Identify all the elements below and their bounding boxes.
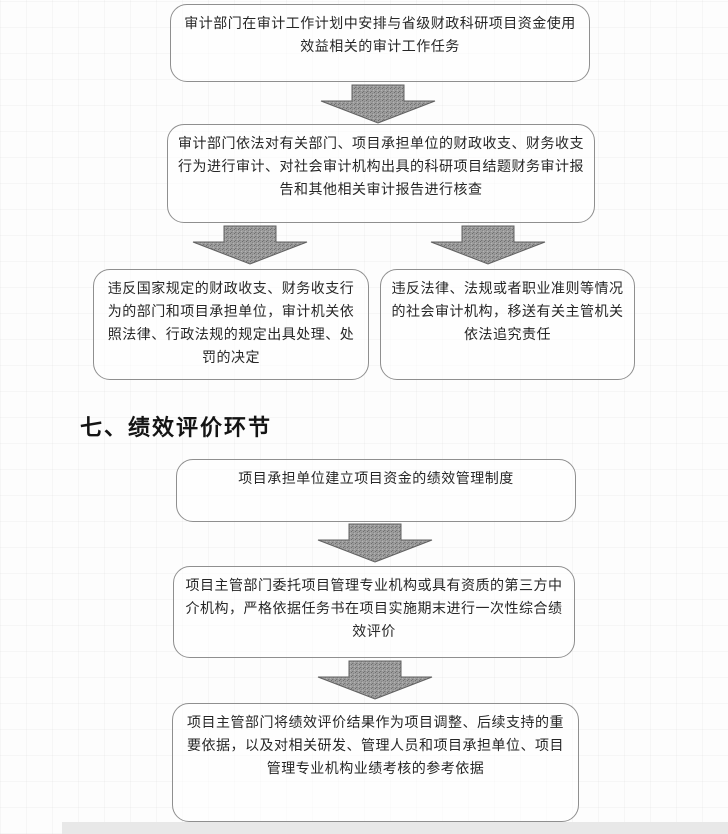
flow-node-performance-system: 项目承担单位建立项目资金的绩效管理制度: [176, 459, 576, 522]
down-arrow-icon: [192, 225, 308, 265]
flow-node-audit-referral: 违反法律、法规或者职业准则等情况的社会审计机构，移送有关主管机关依法追究责任: [380, 269, 635, 380]
page-edge-bar: [62, 822, 728, 834]
flow-node-audit-penalty: 违反国家规定的财政收支、财务收支行为的部门和项目承担单位，审计机关依照法律、行政…: [93, 269, 369, 380]
down-arrow-icon: [317, 523, 433, 563]
flow-node-performance-application: 项目主管部门将绩效评价结果作为项目调整、后续支持的重要依据，以及对相关研发、管理…: [172, 703, 579, 822]
section-heading: 七、绩效评价环节: [80, 415, 273, 440]
down-arrow-icon: [317, 660, 433, 700]
flow-node-performance-evaluation: 项目主管部门委托项目管理专业机构或具有资质的第三方中介机构，严格依据任务书在项目…: [173, 566, 575, 658]
down-arrow-icon: [430, 225, 546, 265]
down-arrow-icon: [320, 84, 436, 124]
flow-node-audit-review: 审计部门依法对有关部门、项目承担单位的财政收支、财务收支行为进行审计、对社会审计…: [167, 124, 595, 223]
flow-node-audit-plan: 审计部门在审计工作计划中安排与省级财政科研项目资金使用效益相关的审计工作任务: [170, 4, 590, 82]
